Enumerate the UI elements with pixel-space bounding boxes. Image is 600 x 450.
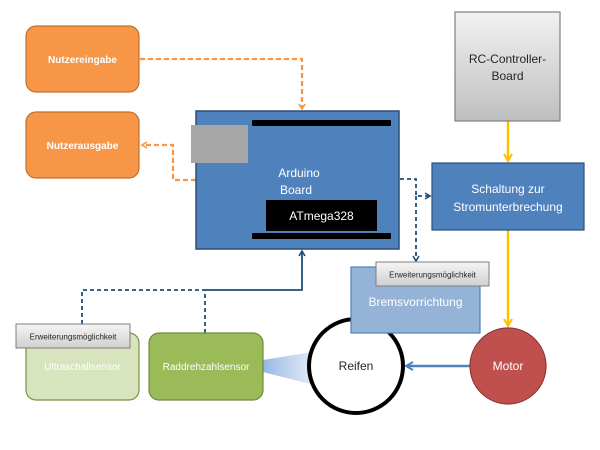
header-bar-top	[252, 120, 391, 126]
connector-wheel-speed-to-arduino	[205, 249, 306, 291]
power-cutoff-label-line2: Stromunterbrechung	[453, 200, 562, 214]
rc-controller-label-line2: Board	[491, 69, 523, 83]
user-output-label: Nutzerausgabe	[47, 141, 119, 152]
ultrasonic-extension-label: Erweiterungsmöglichkeit	[30, 333, 117, 342]
arduino-label-line1: Arduino	[278, 166, 320, 180]
node-arduino-board[interactable]: Arduino Board ATmega328	[191, 110, 400, 250]
connector-user-input-to-arduino	[140, 57, 306, 111]
tire-label: Reifen	[339, 359, 374, 373]
tag-brake-extension: Erweiterungsmöglichkeit	[375, 261, 490, 287]
wheel-speed-label: Raddrehzahlsensor	[163, 362, 250, 373]
header-bar-bottom	[252, 233, 391, 239]
sensor-beam	[263, 351, 318, 384]
usb-connector	[191, 125, 248, 163]
node-user-output[interactable]: Nutzerausgabe	[25, 111, 140, 179]
connector-arduino-to-user-output	[140, 141, 196, 182]
arduino-label-line2: Board	[280, 183, 312, 197]
brake-extension-label: Erweiterungsmöglichkeit	[389, 271, 476, 280]
user-input-label: Nutzereingabe	[48, 55, 117, 66]
chip-label: ATmega328	[289, 209, 354, 223]
node-motor[interactable]: Motor	[469, 327, 547, 405]
tag-ultrasonic-extension: Erweiterungsmöglichkeit	[15, 323, 131, 349]
connector-arduino-to-power-cutoff	[400, 178, 432, 200]
ultrasonic-label: Ultraschallsensor	[44, 362, 121, 373]
connector-ultrasonic-to-arduino	[81, 289, 205, 324]
node-power-cutoff-circuit[interactable]: Schaltung zur Stromunterbrechung	[431, 162, 585, 231]
node-wheel-speed-sensor[interactable]: Raddrehzahlsensor	[148, 332, 264, 401]
power-cutoff-label-line1: Schaltung zur	[471, 182, 544, 196]
brake-label: Bremsvorrichtung	[368, 295, 462, 309]
chip-atmega328[interactable]: ATmega328	[266, 200, 377, 231]
node-user-input[interactable]: Nutzereingabe	[25, 25, 140, 93]
node-rc-controller[interactable]: RC-Controller- Board	[454, 11, 561, 122]
rc-controller-label-line1: RC-Controller-	[469, 52, 546, 66]
motor-label: Motor	[493, 359, 524, 373]
